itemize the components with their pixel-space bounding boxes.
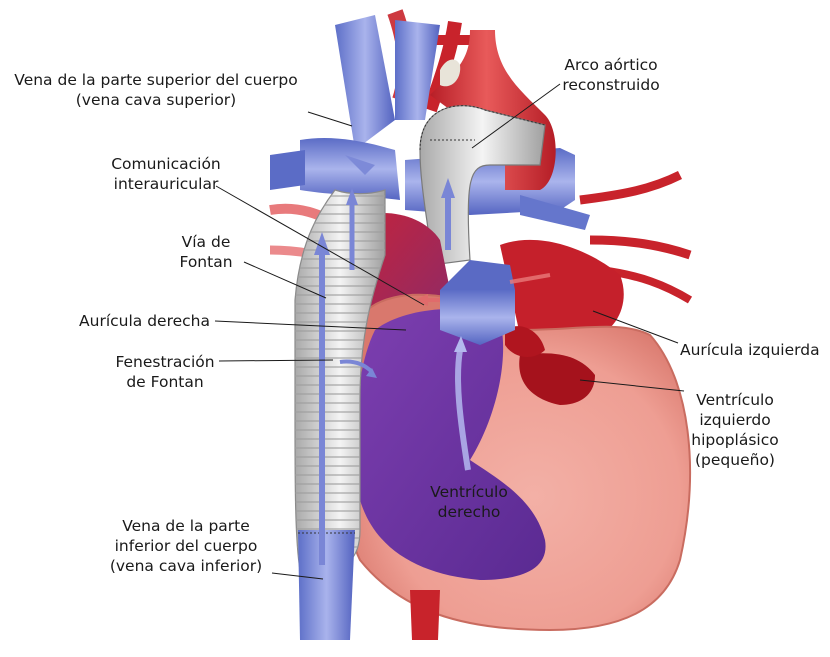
label-fontan-pathway: Vía de Fontan [167,232,245,272]
label-right-atrium: Aurícula derecha [60,311,210,331]
label-inferior-vena-cava: Vena de la parte inferior del cuerpo (ve… [100,516,272,576]
inferior-vena-cava [298,530,355,640]
label-hypoplastic-left-ventricle: Ventrículo izquierdo hipoplásico (pequeñ… [685,390,785,470]
label-left-atrium: Aurícula izquierda [680,340,826,360]
label-superior-vena-cava: Vena de la parte superior del cuerpo (ve… [8,70,304,110]
label-right-ventricle: Ventrículo derecho [423,482,515,522]
label-atrial-septal-defect: Comunicación interauricular [100,154,232,194]
label-reconstructed-aortic-arch: Arco aórtico reconstruido [555,55,667,95]
label-fontan-fenestration: Fenestración de Fontan [110,352,220,392]
descending-aorta [410,590,440,640]
